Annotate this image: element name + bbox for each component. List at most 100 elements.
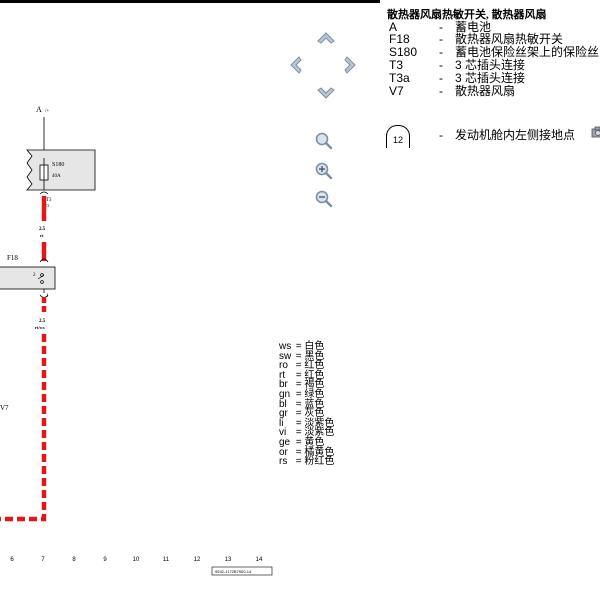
color-code-name: 灰色 xyxy=(304,408,325,420)
color-code-name: 淡紫色 xyxy=(304,427,335,439)
color-code-eq: = xyxy=(293,369,305,381)
color-code-eq: = xyxy=(293,446,305,458)
camera-icon[interactable] xyxy=(591,126,600,138)
grid-number: 6 xyxy=(10,557,14,563)
legend-item-desc: 蓄电池保险丝架上的保险丝 xyxy=(455,45,600,59)
chevron-left-icon xyxy=(290,56,302,74)
legend-item-desc: 散热器风扇热敏开关 xyxy=(455,32,564,46)
legend-item-desc: 3 芯插头连接 xyxy=(455,71,526,85)
color-code-eq: = xyxy=(293,398,305,410)
pan-up-button[interactable] xyxy=(316,27,336,47)
color-code-eq: = xyxy=(293,379,305,391)
color-code-abbr: rt xyxy=(279,369,286,381)
legend-item-dash: - xyxy=(439,84,443,98)
color-code-item: sw = 黑色 xyxy=(279,350,334,362)
grid-number: 12 xyxy=(194,557,201,563)
pan-down-button[interactable] xyxy=(316,84,336,104)
wiring-diagram: A /+ S180 40A T3 /3 2.5 rt F18 2 1 2.5 r… xyxy=(0,105,273,576)
chevron-down-icon xyxy=(317,87,335,99)
reference-code: 9532-J172B7900-14 xyxy=(215,569,252,574)
wire-top-size: 2.5 xyxy=(39,227,46,232)
legend-item-code: S180 xyxy=(389,45,418,59)
color-code-abbr: or xyxy=(279,446,288,458)
grid-number: 7 xyxy=(41,557,45,563)
connector-top-label: T3 xyxy=(46,198,52,203)
color-code-name: 褐色 xyxy=(304,379,325,391)
switch-label: F18 xyxy=(7,254,18,262)
color-code-name: 粉红色 xyxy=(304,456,335,468)
color-code-item: vi = 淡紫色 xyxy=(279,428,334,438)
color-code-eq: = xyxy=(293,341,305,352)
fuse-holder-box xyxy=(26,149,96,191)
color-code-item: ge = 黄色 xyxy=(279,436,334,448)
switch-pin-left: 2 xyxy=(33,273,36,278)
color-code-name: 橘黄色 xyxy=(304,446,335,458)
legend-item-code: F18 xyxy=(389,32,410,46)
legend-item-desc: 3 芯插头连接 xyxy=(455,58,526,72)
fuse-label: S180 xyxy=(52,162,64,168)
color-code-abbr: sw xyxy=(279,350,292,362)
wire-top-color: rt xyxy=(40,233,44,238)
connector-top-pin: /3 xyxy=(46,203,49,208)
reference-box xyxy=(211,566,273,576)
wire-red-white-lower xyxy=(0,334,47,522)
connector-top-symbol xyxy=(39,191,49,195)
color-code-item: ws = 白色 xyxy=(279,342,334,352)
color-code-eq: = xyxy=(293,388,305,400)
ground-point-badge: 12 xyxy=(386,125,410,148)
zoom-in-icon xyxy=(315,162,333,180)
color-code-eq: = xyxy=(293,350,305,362)
grid-number: 10 xyxy=(133,557,140,563)
color-code-eq: = xyxy=(293,427,305,439)
color-code-name: 白色 xyxy=(304,341,325,352)
color-code-name: 蓝色 xyxy=(304,398,325,410)
color-code-eq: = xyxy=(293,436,305,448)
color-code-abbr: ws xyxy=(279,341,292,352)
legend-title: 散热器风扇热敏开关, 散热器风扇 xyxy=(387,9,547,21)
color-code-item: li = 淡紫色 xyxy=(279,417,335,429)
color-code-item: gn = 绿色 xyxy=(279,388,334,400)
color-code-eq: = xyxy=(293,360,305,372)
legend-item-dash: - xyxy=(439,20,443,34)
wire-bottom-size: 2.5 xyxy=(39,319,46,324)
grid-number: 13 xyxy=(225,557,232,563)
color-code-eq: = xyxy=(293,408,305,420)
legend-item-dash: - xyxy=(439,45,443,59)
legend-item-code: T3 xyxy=(389,58,404,72)
color-code-abbr: gr xyxy=(279,408,288,420)
zoom-out-icon xyxy=(315,190,333,208)
legend-item-dash: - xyxy=(439,32,443,46)
color-code-name: 黄色 xyxy=(304,436,325,448)
fan-label: V7 xyxy=(0,404,9,412)
color-code-abbr: bl xyxy=(279,398,287,410)
legend-item-code: V7 xyxy=(389,84,404,98)
color-code-item: rt = 红色 xyxy=(279,369,334,381)
color-code-item: ro = 红色 xyxy=(279,361,334,371)
battery-terminal: /+ xyxy=(45,109,49,114)
color-code-item: rs = 粉红色 xyxy=(279,457,334,467)
color-code-item: or = 橘黄色 xyxy=(279,446,335,458)
zoom-fit-button[interactable] xyxy=(314,131,334,151)
chevron-right-icon xyxy=(344,56,356,74)
color-code-name: 淡紫色 xyxy=(304,417,335,429)
color-code-name: 红色 xyxy=(304,369,325,381)
wire-bottom-color: rt/ws xyxy=(35,325,45,330)
pan-left-button[interactable] xyxy=(285,55,305,75)
chevron-up-icon xyxy=(317,32,335,44)
fuse-rating: 40A xyxy=(52,174,61,179)
legend-item-desc: 散热器风扇 xyxy=(455,84,516,98)
color-code-abbr: rs xyxy=(279,456,288,468)
legend-item-dash: - xyxy=(439,71,443,85)
legend-item-desc: 蓄电池 xyxy=(455,20,492,34)
zoom-out-button[interactable] xyxy=(314,189,334,209)
zoom-in-button[interactable] xyxy=(314,161,334,181)
battery-label: A xyxy=(36,105,42,114)
pan-right-button[interactable] xyxy=(341,55,361,75)
color-code-abbr: ge xyxy=(279,436,291,448)
color-code-abbr: vi xyxy=(279,427,287,439)
color-code-name: 红色 xyxy=(304,360,325,372)
legend-ground-desc: 发动机舱内左侧接地点 xyxy=(455,128,576,142)
grid-number: 8 xyxy=(72,557,76,563)
